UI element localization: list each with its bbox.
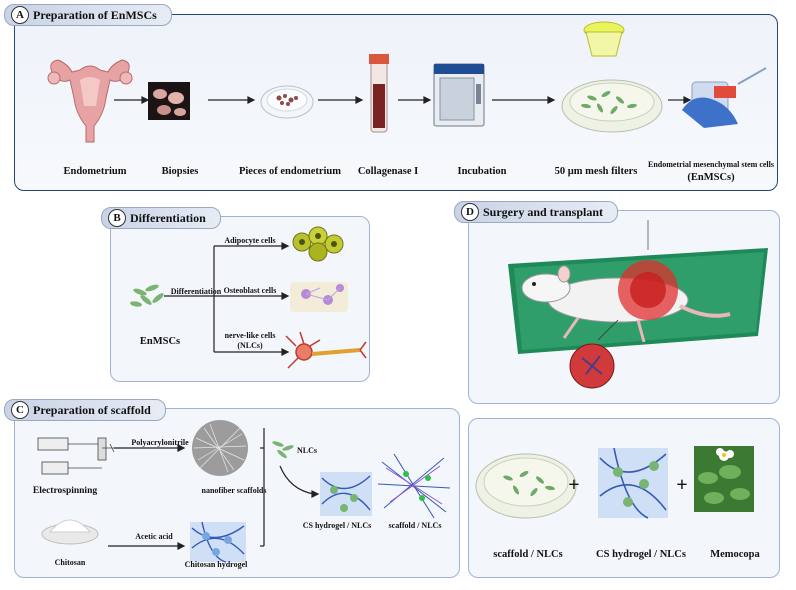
enmscs-label: EnMSCs — [139, 336, 181, 347]
panel-a-tab: A Preparation of EnMSCs — [4, 4, 172, 26]
adipocyte-label: Adipocyte cells — [224, 236, 276, 245]
panel-a-title: Preparation of EnMSCs — [33, 8, 157, 22]
transplant-label-hydrogel: CS hydrogel / NLCs — [596, 549, 686, 560]
hydrogel-label: Chitosan hydrogel — [184, 560, 248, 569]
nanofiber-scaffold — [192, 420, 248, 476]
petri-pieces — [260, 85, 314, 119]
memocopa-plant — [694, 446, 754, 512]
scaffold-nlcs-label: scaffold / NLCs — [388, 521, 442, 530]
osteoblast-cells — [290, 282, 348, 312]
differentiation-arrow-label: Differentiation — [170, 287, 222, 296]
plus-sign-1: + — [568, 474, 580, 496]
panel-b-illustrations — [130, 226, 367, 369]
uterus-illustration — [47, 59, 133, 143]
gloved-hand-flask — [682, 67, 767, 128]
panel-d-items — [475, 446, 754, 519]
acetic-acid-label: Acetic acid — [135, 532, 173, 541]
enmsc-cells — [130, 284, 164, 307]
nlc-label-line2: (NLCs) — [237, 341, 263, 350]
step-label-enmscs-line1: Endometrial mesenchymal stem cells — [648, 160, 774, 169]
step-label-enmscs-line2: (EnMSCs) — [687, 172, 735, 183]
panel-d-tab: D Surgery and transplant — [454, 201, 619, 223]
panel-b-letter: B — [108, 209, 126, 227]
cs-nlcs-label: CS hydrogel / NLCs — [302, 521, 372, 530]
incubator — [433, 63, 485, 127]
dish-scaffold-nlcs — [475, 453, 577, 519]
panel-d-letter: D — [461, 203, 479, 221]
adipocyte-cells — [292, 226, 344, 262]
scaffold-nlcs — [377, 453, 451, 519]
panel-d-title: Surgery and transplant — [483, 205, 604, 219]
step-label-mesh-filters: 50 µm mesh filters — [554, 166, 638, 177]
panel-c-letter: C — [11, 401, 29, 419]
nerve-like-cell — [285, 331, 367, 369]
cs-hydrogel-nlcs-large — [598, 447, 668, 519]
nanofiber-label: nanofiber scaffolds — [201, 486, 267, 495]
panel-b-title: Differentiation — [130, 211, 206, 225]
nlcs-label: NLCs — [296, 446, 317, 455]
panel-c-illustrations — [37, 420, 451, 563]
plus-sign-2: + — [676, 474, 688, 496]
chitosan-powder — [41, 519, 99, 545]
electrospinning-device — [37, 437, 115, 475]
step-label-biopsies: Biopsies — [161, 166, 199, 177]
panel-c-tab: C Preparation of scaffold — [4, 399, 166, 421]
step-label-incubation: Incubation — [457, 166, 507, 177]
panel-a-illustrations — [47, 21, 767, 143]
step-label-collagenase: Collagenase I — [357, 166, 419, 177]
tube-collagenase — [369, 54, 389, 133]
panel-b-tab: B Differentiation — [101, 207, 221, 229]
polymer-label: Polyacrylonitrile — [131, 438, 189, 447]
osteoblast-label: Osteoblast cells — [223, 286, 277, 295]
nlc-label-line1: nerve-like cells — [224, 331, 276, 340]
cs-hydrogel-nlcs — [320, 472, 372, 516]
nlcs-cells — [272, 441, 294, 459]
surgery-illustration — [508, 220, 768, 389]
step-label-pieces: Pieces of endometrium — [238, 166, 342, 177]
mesh-filter-dish — [561, 21, 663, 133]
panel-c-title: Preparation of scaffold — [33, 403, 151, 417]
chitosan-label: Chitosan — [54, 558, 86, 567]
step-label-endometrium: Endometrium — [63, 166, 127, 177]
transplant-label-memocopa: Memocopa — [710, 549, 760, 560]
chitosan-hydrogel — [190, 521, 246, 563]
biopsies-photo — [148, 82, 190, 120]
panel-a-letter: A — [11, 6, 29, 24]
electrospinning-label: Electrospinning — [32, 486, 98, 496]
transplant-label-scaffold: scaffold / NLCs — [493, 549, 563, 560]
